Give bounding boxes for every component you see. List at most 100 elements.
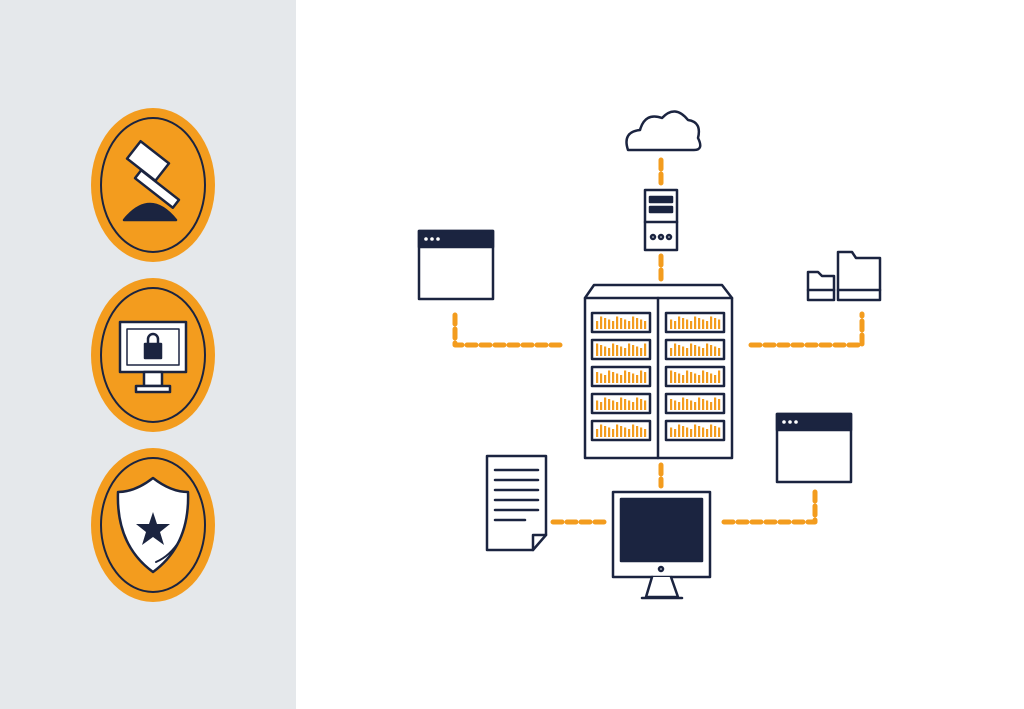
server-slot-led	[698, 318, 701, 329]
server-slot-led	[612, 400, 615, 410]
server-slot-led	[670, 319, 673, 329]
server-slot-led	[636, 375, 639, 383]
server-slot-led	[628, 343, 631, 356]
server-slot-led	[636, 397, 639, 410]
server-slot-led	[714, 346, 717, 356]
server-slot-led	[604, 318, 607, 329]
server-slot-led	[690, 372, 693, 383]
server-slot-led	[608, 427, 611, 437]
server-slot-led	[694, 402, 697, 410]
server-slot-led	[690, 321, 693, 329]
server-slot-led	[706, 321, 709, 329]
server-slot-led	[706, 400, 709, 410]
cloud-icon	[625, 110, 702, 152]
server-slot-led	[604, 375, 607, 383]
server-slot-led	[600, 402, 603, 410]
server-slot-led	[644, 400, 647, 410]
server-slot-led	[608, 370, 611, 383]
server-slot-led	[710, 373, 713, 383]
server-slot-led	[620, 426, 623, 437]
server-rack-icon	[583, 283, 734, 460]
server-slot-led	[702, 348, 705, 356]
server-slot-led	[678, 373, 681, 383]
folders-icon	[806, 250, 882, 302]
server-slot-led	[690, 400, 693, 410]
server-slot-led	[596, 429, 599, 437]
server-slot-led	[706, 372, 709, 383]
server-slot-led	[686, 319, 689, 329]
server-slot-led	[694, 424, 697, 437]
server-slot-led	[612, 372, 615, 383]
document-icon	[485, 454, 548, 552]
server-slot-led	[682, 318, 685, 329]
server-slot-led	[644, 343, 647, 356]
server-slot-led	[698, 375, 701, 383]
server-slot-led	[674, 343, 677, 356]
server-slot-led	[670, 370, 673, 383]
server-slot-led	[674, 321, 677, 329]
server-slot-led	[714, 426, 717, 437]
locked-monitor-icon	[118, 320, 188, 394]
browser-window-right-icon	[775, 412, 853, 484]
server-slot-led	[624, 399, 627, 410]
server-slot-led	[620, 318, 623, 329]
server-slot-led	[714, 375, 717, 383]
server-slot-led	[702, 427, 705, 437]
server-slot-led	[718, 399, 721, 410]
server-slot-led	[718, 348, 721, 356]
server-slot-led	[616, 424, 619, 437]
server-slot-led	[632, 402, 635, 410]
server-slot-led	[682, 426, 685, 437]
server-slot-led	[714, 318, 717, 329]
server-slot-led	[608, 399, 611, 410]
server-slot-led	[600, 345, 603, 356]
server-slot-led	[612, 429, 615, 437]
server-slot-led	[608, 348, 611, 356]
server-slot-led	[640, 427, 643, 437]
server-slot-led	[632, 373, 635, 383]
server-slot-led	[698, 426, 701, 437]
server-slot-led	[604, 397, 607, 410]
gavel-badge	[91, 108, 215, 262]
server-slot-led	[596, 321, 599, 329]
server-slot-led	[616, 402, 619, 410]
server-slot-led	[678, 316, 681, 329]
server-slot-led	[628, 429, 631, 437]
server-slot-led	[718, 370, 721, 383]
server-slot-led	[670, 399, 673, 410]
server-slot-led	[620, 346, 623, 356]
server-slot-led	[640, 319, 643, 329]
shield-star-icon	[116, 476, 190, 574]
server-slot-led	[710, 345, 713, 356]
server-slot-led	[682, 375, 685, 383]
server-slot-led	[636, 426, 639, 437]
server-slot-led	[596, 343, 599, 356]
server-slot-led	[600, 373, 603, 383]
shield-badge	[91, 448, 215, 602]
server-slot-led	[604, 426, 607, 437]
server-slot-led	[600, 316, 603, 329]
server-slot-led	[718, 427, 721, 437]
server-slot-led	[608, 319, 611, 329]
server-slot-led	[694, 345, 697, 356]
server-slot-led	[596, 372, 599, 383]
server-slot-led	[616, 345, 619, 356]
server-slot-led	[624, 427, 627, 437]
server-slot-led	[686, 427, 689, 437]
desktop-monitor-icon	[611, 490, 712, 600]
server-slot-led	[718, 319, 721, 329]
server-slot-led	[702, 399, 705, 410]
server-slot-led	[698, 346, 701, 356]
server-slot-led	[698, 397, 701, 410]
server-slot-led	[682, 346, 685, 356]
server-slot-led	[710, 402, 713, 410]
server-slot-led	[670, 348, 673, 356]
server-slot-led	[714, 397, 717, 410]
server-slot-led	[678, 402, 681, 410]
server-slot-led	[710, 424, 713, 437]
server-slot-led	[600, 424, 603, 437]
server-slot-led	[632, 424, 635, 437]
server-slot-led	[624, 348, 627, 356]
server-slot-led	[706, 429, 709, 437]
